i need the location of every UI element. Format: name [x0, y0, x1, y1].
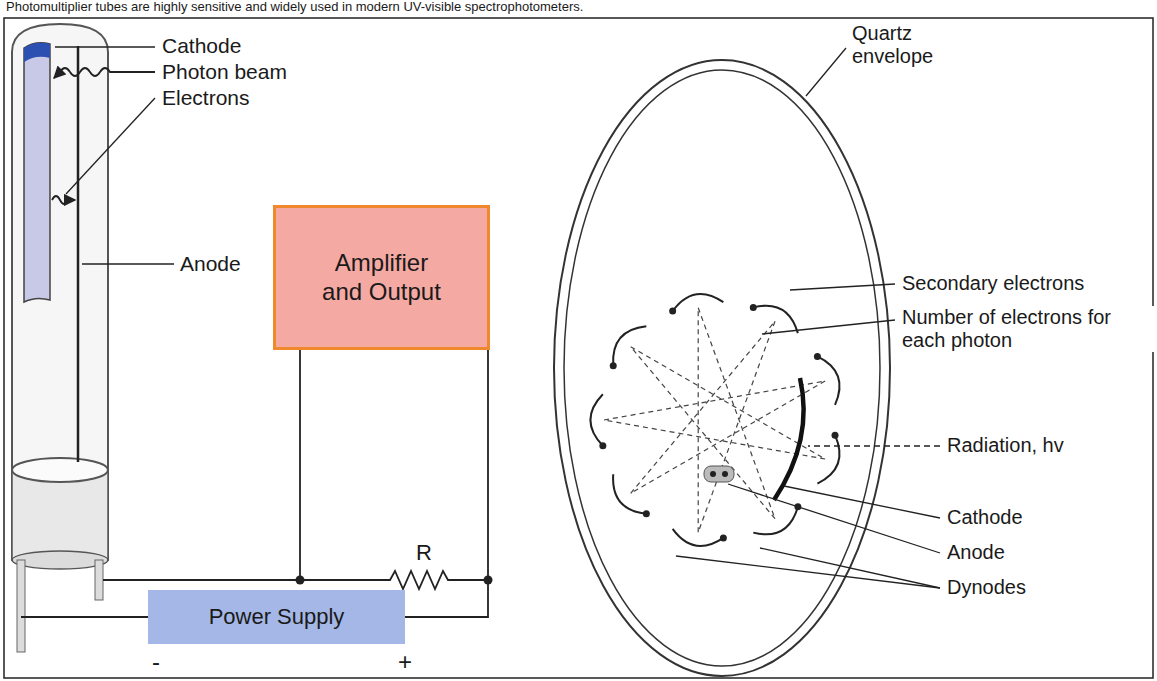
dynode — [753, 306, 798, 333]
part-label: Radiation, hv — [945, 434, 1066, 457]
electron-path — [52, 196, 75, 204]
polarity-sign: - — [150, 648, 162, 676]
dynode — [613, 474, 646, 513]
dynode-tip — [832, 432, 839, 439]
part-label: Secondary electrons — [900, 272, 1086, 295]
dynode-tip — [814, 353, 821, 360]
dynode-tip — [750, 304, 757, 311]
part-label: Anode — [178, 252, 243, 276]
electron-path — [631, 347, 825, 459]
electron-path — [631, 381, 825, 493]
cathode-plate — [24, 43, 50, 302]
electron-path — [698, 308, 699, 533]
box-text: Amplifier and Output — [317, 249, 447, 307]
circuit-wires — [21, 350, 488, 617]
box-text: Power Supply — [209, 604, 345, 630]
photon-beam — [54, 68, 155, 78]
part-label: Cathode — [160, 34, 243, 58]
dynode-tip — [599, 442, 606, 449]
dynode — [817, 435, 839, 483]
photomultiplier — [554, 48, 940, 676]
dynode — [753, 507, 798, 534]
part-label: Photon beam — [160, 60, 289, 84]
amplifier-box: Amplifier and Output — [273, 205, 490, 350]
electron-path — [604, 381, 825, 420]
frame — [4, 18, 1153, 678]
cathode-plate — [774, 378, 804, 500]
anode-wire — [77, 46, 80, 462]
part-label: Dynodes — [945, 576, 1028, 599]
dynode-tip — [610, 362, 617, 369]
dynode — [590, 394, 602, 446]
part-label: Cathode — [945, 506, 1025, 529]
component-label: R — [414, 540, 434, 565]
dynode-tip — [669, 308, 676, 315]
electron-path — [631, 321, 775, 493]
phototube — [12, 24, 174, 652]
header-text: Photomultiplier tubes are highly sensiti… — [4, 0, 585, 15]
dynode-tip — [643, 510, 650, 517]
power-supply-box: Power Supply — [148, 590, 405, 644]
part-label: Quartz envelope — [850, 22, 964, 68]
part-label: Electrons — [160, 86, 252, 110]
electron-path — [604, 420, 825, 459]
dynode — [817, 356, 839, 404]
part-label: Number of electrons for each photon — [900, 306, 1154, 352]
electron-path — [698, 321, 775, 532]
wire — [405, 350, 488, 617]
polarity-sign: + — [396, 648, 414, 676]
radiation-beam — [808, 445, 940, 447]
dynode-tip — [720, 534, 727, 541]
resistor-symbol — [103, 571, 488, 589]
part-label: Anode — [945, 541, 1007, 564]
